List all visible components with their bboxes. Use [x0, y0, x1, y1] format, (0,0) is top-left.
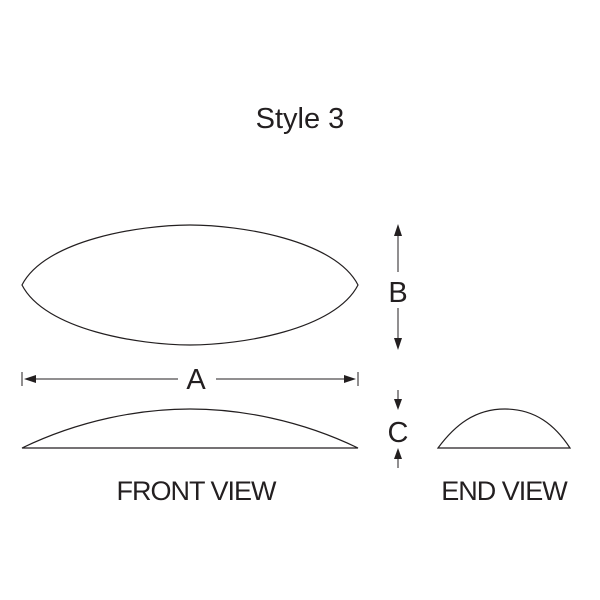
dimension-b-marker	[394, 224, 402, 350]
front-view-label: FRONT VIEW	[116, 476, 277, 506]
end-view-label: END VIEW	[441, 476, 568, 506]
dimension-c-marker	[394, 390, 402, 468]
top-view-outline	[21, 224, 359, 346]
dimension-c-label: C	[388, 417, 409, 449]
dimension-b-label: B	[388, 277, 407, 309]
diagram-title: Style 3	[256, 103, 345, 135]
front-view-outline	[21, 408, 359, 449]
dimension-a-marker	[21, 372, 359, 386]
dimension-a-label: A	[186, 364, 206, 396]
end-view-outline	[436, 408, 572, 449]
